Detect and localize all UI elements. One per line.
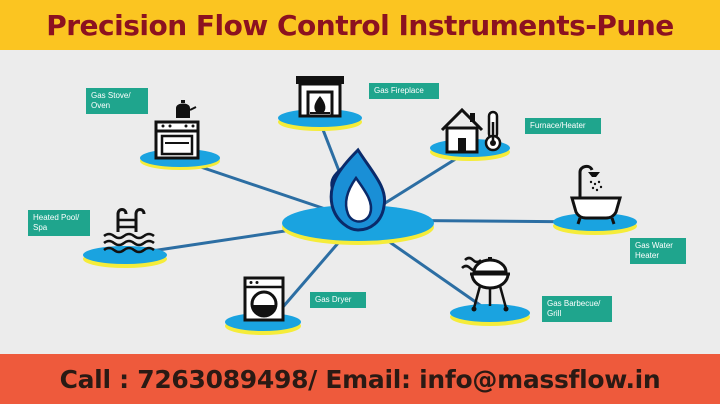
fireplace-icon <box>296 76 344 118</box>
node-pool <box>83 208 167 268</box>
label-furnace-heater: Furnace/Heater <box>525 118 601 134</box>
contact-banner: Call : 7263089498/ Email: info@massflow.… <box>0 354 720 404</box>
house-thermometer-icon <box>440 107 502 154</box>
node-stove <box>140 100 220 170</box>
label-gas-water-heater: Gas Water Heater <box>630 238 686 264</box>
page-title: Precision Flow Control Instruments-Pune <box>46 8 674 42</box>
node-barbecue <box>450 256 530 326</box>
node-fireplace <box>278 76 362 131</box>
label-gas-dryer: Gas Dryer <box>310 292 366 308</box>
node-furnace <box>430 107 510 161</box>
bathtub-shower-icon <box>570 164 622 225</box>
dryer-icon <box>243 276 285 322</box>
diagram-canvas <box>83 76 637 335</box>
center-node <box>282 147 434 245</box>
label-heated-pool: Heated Pool/ Spa <box>28 210 90 236</box>
title-banner: Precision Flow Control Instruments-Pune <box>0 0 720 50</box>
label-gas-fireplace: Gas Fireplace <box>369 83 439 99</box>
node-water-heater <box>553 164 637 235</box>
gas-flame-icon <box>329 147 387 232</box>
pool-ladder-icon <box>103 208 155 254</box>
gas-appliance-diagram: Gas Stove/ Oven Gas Fireplace Furnace/He… <box>0 50 720 354</box>
node-dryer <box>225 276 301 335</box>
stove-icon <box>154 100 200 160</box>
contact-info: Call : 7263089498/ Email: info@massflow.… <box>59 364 661 394</box>
grill-icon <box>461 256 510 312</box>
label-gas-stove: Gas Stove/ Oven <box>86 88 148 114</box>
label-gas-barbecue: Gas Barbecue/ Grill <box>542 296 612 322</box>
